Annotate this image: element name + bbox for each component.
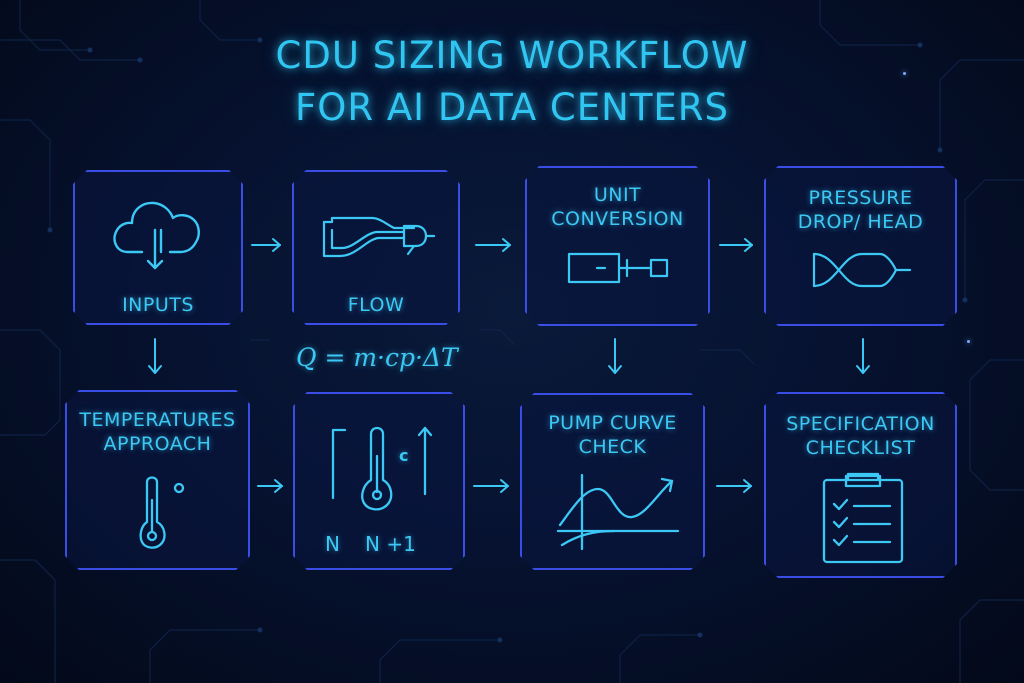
arrow-inputs-to-flow <box>251 238 281 252</box>
clipboard-checklist-icon <box>820 470 906 566</box>
flow-label: FLOW <box>347 294 405 316</box>
pump-curve-box: PUMP CURVE CHECK <box>520 393 705 570</box>
inputs-label: INPUTS <box>122 294 194 316</box>
glow-dot <box>967 340 970 343</box>
specification-label-line2: CHECKLIST <box>805 437 916 459</box>
glow-dot <box>903 72 906 75</box>
pressure-drop-label-line1: PRESSURE <box>808 187 913 209</box>
unit-conversion-label-line2: CONVERSION <box>551 208 684 230</box>
arrow-unit-conversion-to-pump-curve <box>608 338 622 374</box>
specification-label-line1: SPECIFICATION <box>786 413 935 435</box>
pressure-drop-label-line2: DROP/ HEAD <box>797 211 924 233</box>
pressure-drop-box: PRESSURE DROP/ HEAD <box>764 166 957 326</box>
unit-conversion-label-line1: UNIT <box>593 184 642 206</box>
celsius-unit-label: c <box>399 446 409 465</box>
thermometer-icon <box>133 470 193 554</box>
arrow-flow-to-unit-conversion <box>475 238 511 252</box>
arrow-pump-curve-to-specification <box>716 479 752 493</box>
unit-conversion-box: UNIT CONVERSION <box>525 166 710 326</box>
arrow-inputs-to-temperatures <box>148 338 162 374</box>
diagram-title-line1: CDU SIZING WORKFLOW <box>275 34 749 77</box>
n-label: N <box>325 532 340 556</box>
diagram-title-line2: FOR AI DATA CENTERS <box>294 86 729 129</box>
thermometer-icon <box>357 422 397 516</box>
specification-box: SPECIFICATION CHECKLIST <box>764 392 957 578</box>
cloud-download-icon <box>108 190 214 280</box>
flow-box: FLOW <box>292 170 460 325</box>
bracket-icon <box>329 426 349 502</box>
pipe-flow-icon <box>318 210 440 266</box>
arrow-redundancy-to-pump-curve <box>473 479 509 493</box>
pump-curve-label-line1: PUMP CURVE <box>548 412 677 434</box>
crossover-curve-icon <box>810 248 914 292</box>
inputs-box: INPUTS <box>73 170 243 325</box>
arrow-pressure-drop-to-specification <box>856 338 870 374</box>
arrow-up-icon <box>417 424 433 496</box>
redundancy-box: c N N +1 <box>293 392 465 570</box>
heat-flow-formula: Q = m·cp·ΔT <box>296 343 458 372</box>
pump-curve-label-line2: CHECK <box>578 436 647 458</box>
arrow-unit-conversion-to-pressure-drop <box>719 238 753 252</box>
pump-curve-graph-icon <box>554 469 684 553</box>
converter-icon <box>565 248 677 290</box>
temperatures-box: TEMPERATURES APPROACH <box>65 390 250 570</box>
arrow-temperatures-to-redundancy <box>257 479 283 493</box>
temperatures-label-line2: APPROACH <box>103 433 212 455</box>
temperatures-label-line1: TEMPERATURES <box>79 409 236 431</box>
n-plus-one-label: N +1 <box>365 532 416 556</box>
